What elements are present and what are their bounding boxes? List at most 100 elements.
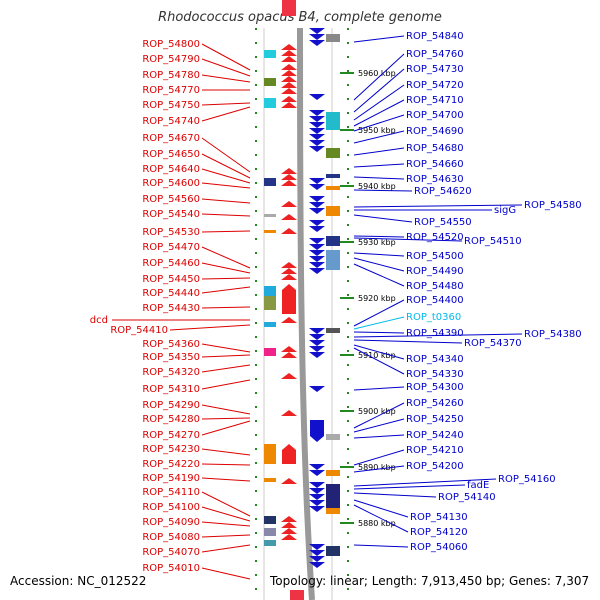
- reverse-gene-domain: [326, 112, 340, 130]
- forward-gene-domain: [264, 78, 276, 86]
- reverse-gene-arrow: [309, 238, 325, 244]
- forward-gene-domain: [264, 322, 276, 327]
- right-leader-line: [353, 35, 405, 43]
- forward-gene-arrow: [281, 214, 297, 220]
- left-gene-label: ROP_54450: [142, 274, 200, 285]
- forward-gene-arrow: [281, 50, 297, 56]
- kbp-label: 5950 kbp: [358, 126, 396, 135]
- reverse-gene-arrow: [309, 334, 325, 340]
- reverse-gene-arrow: [309, 464, 325, 470]
- right-gene-label: sigG: [494, 205, 516, 216]
- left-leader-line: [201, 306, 251, 309]
- forward-gene-arrow: [281, 522, 297, 528]
- forward-gene-arrow: [281, 410, 297, 416]
- left-leader-line: [201, 43, 251, 71]
- left-gene-label: ROP_54230: [142, 444, 200, 455]
- forward-gene-arrow: [281, 346, 297, 352]
- right-leader-line: [353, 347, 405, 375]
- reverse-gene-domain: [326, 328, 340, 333]
- reverse-gene-domain: [326, 484, 340, 510]
- left-leader-line: [201, 404, 251, 415]
- reverse-gene-arrow: [309, 208, 325, 214]
- right-gene-label: ROP_54730: [406, 64, 464, 75]
- right-leader-line: [353, 299, 405, 327]
- reverse-gene-arrow: [309, 470, 325, 476]
- right-gene-label: ROP_54240: [406, 430, 464, 441]
- forward-gene-domain: [264, 296, 276, 310]
- forward-gene-domain: [264, 478, 276, 482]
- left-leader-line: [201, 137, 251, 173]
- right-leader-line: [353, 339, 463, 344]
- right-gene-label: ROP_54480: [406, 281, 464, 292]
- axis-top-cap: [282, 0, 296, 16]
- reverse-gene-arrow: [309, 256, 325, 262]
- kbp-label: 5920 kbp: [358, 294, 396, 303]
- forward-gene-arrow: [281, 168, 297, 174]
- forward-gene-arrow: [281, 534, 297, 540]
- right-gene-label: ROP_54400: [406, 295, 464, 306]
- right-gene-label: ROP_54760: [406, 49, 464, 60]
- forward-gene-arrow: [281, 82, 297, 88]
- forward-gene-domain: [264, 230, 276, 233]
- reverse-gene-arrow: [309, 328, 325, 334]
- forward-gene-arrow: [281, 180, 297, 186]
- left-gene-label: ROP_54320: [142, 367, 200, 378]
- right-leader-line: [353, 504, 409, 533]
- right-gene-label: ROP_54060: [410, 542, 468, 553]
- right-gene-label: ROP_54520: [406, 232, 464, 243]
- accession-text: Accession: NC_012522: [10, 574, 147, 588]
- left-leader-line: [201, 534, 251, 538]
- reverse-gene-arrow: [309, 500, 325, 506]
- right-gene-label: ROP_54680: [406, 143, 464, 154]
- forward-gene-arrow: [281, 102, 297, 108]
- forward-gene-arrow: [281, 228, 297, 234]
- left-leader-line: [201, 106, 251, 122]
- left-leader-line: [201, 286, 251, 294]
- reverse-gene-arrow: [309, 488, 325, 494]
- forward-gene-arrow: [281, 70, 297, 76]
- reverse-gene-arrow: [309, 226, 325, 232]
- reverse-gene-domain: [326, 148, 340, 158]
- right-gene-label: ROP_54130: [410, 512, 468, 523]
- right-leader-line: [353, 402, 405, 429]
- reverse-gene-domain: [326, 174, 340, 178]
- right-gene-label: fadE: [467, 480, 489, 491]
- right-gene-label: ROP_54490: [406, 266, 464, 277]
- reverse-gene-arrow: [309, 482, 325, 488]
- forward-gene-domain: [264, 516, 276, 524]
- left-gene-label: ROP_54110: [142, 487, 200, 498]
- forward-gene-arrow: [281, 96, 297, 102]
- left-leader-line: [201, 230, 251, 233]
- left-leader-line: [201, 420, 251, 436]
- reverse-gene-arrow: [309, 140, 325, 146]
- reverse-gene-arrow: [309, 40, 325, 46]
- right-leader-line: [353, 204, 523, 208]
- forward-gene-arrow: [281, 174, 297, 180]
- forward-gene-arrow: [281, 478, 297, 484]
- left-leader-line: [201, 354, 251, 358]
- forward-gene-arrow: [281, 76, 297, 82]
- kbp-label: 5960 kbp: [358, 69, 396, 78]
- right-gene-label: ROP_54630: [406, 174, 464, 185]
- reverse-gene-arrow: [309, 340, 325, 346]
- right-leader-line: [353, 214, 413, 223]
- kbp-label: 5910 kbp: [358, 351, 396, 360]
- left-gene-label: ROP_54100: [142, 502, 200, 513]
- right-leader-line: [353, 484, 466, 490]
- forward-gene-arrow: [281, 44, 297, 50]
- right-gene-label: ROP_54200: [406, 461, 464, 472]
- kbp-label: 5880 kbp: [358, 519, 396, 528]
- right-leader-line: [353, 147, 405, 156]
- left-leader-line: [201, 491, 251, 517]
- right-gene-label: ROP_54370: [464, 338, 522, 349]
- left-leader-line: [201, 213, 251, 217]
- forward-gene-arrow: [281, 352, 297, 358]
- left-leader-line: [201, 544, 251, 553]
- left-gene-label: ROP_54280: [142, 414, 200, 425]
- left-gene-label: ROP_54440: [142, 288, 200, 299]
- forward-gene-arrow: [281, 528, 297, 534]
- reverse-gene-domain: [326, 236, 340, 246]
- left-gene-label: ROP_54560: [142, 194, 200, 205]
- forward-gene-domain: [264, 348, 276, 356]
- left-leader-line: [201, 506, 251, 522]
